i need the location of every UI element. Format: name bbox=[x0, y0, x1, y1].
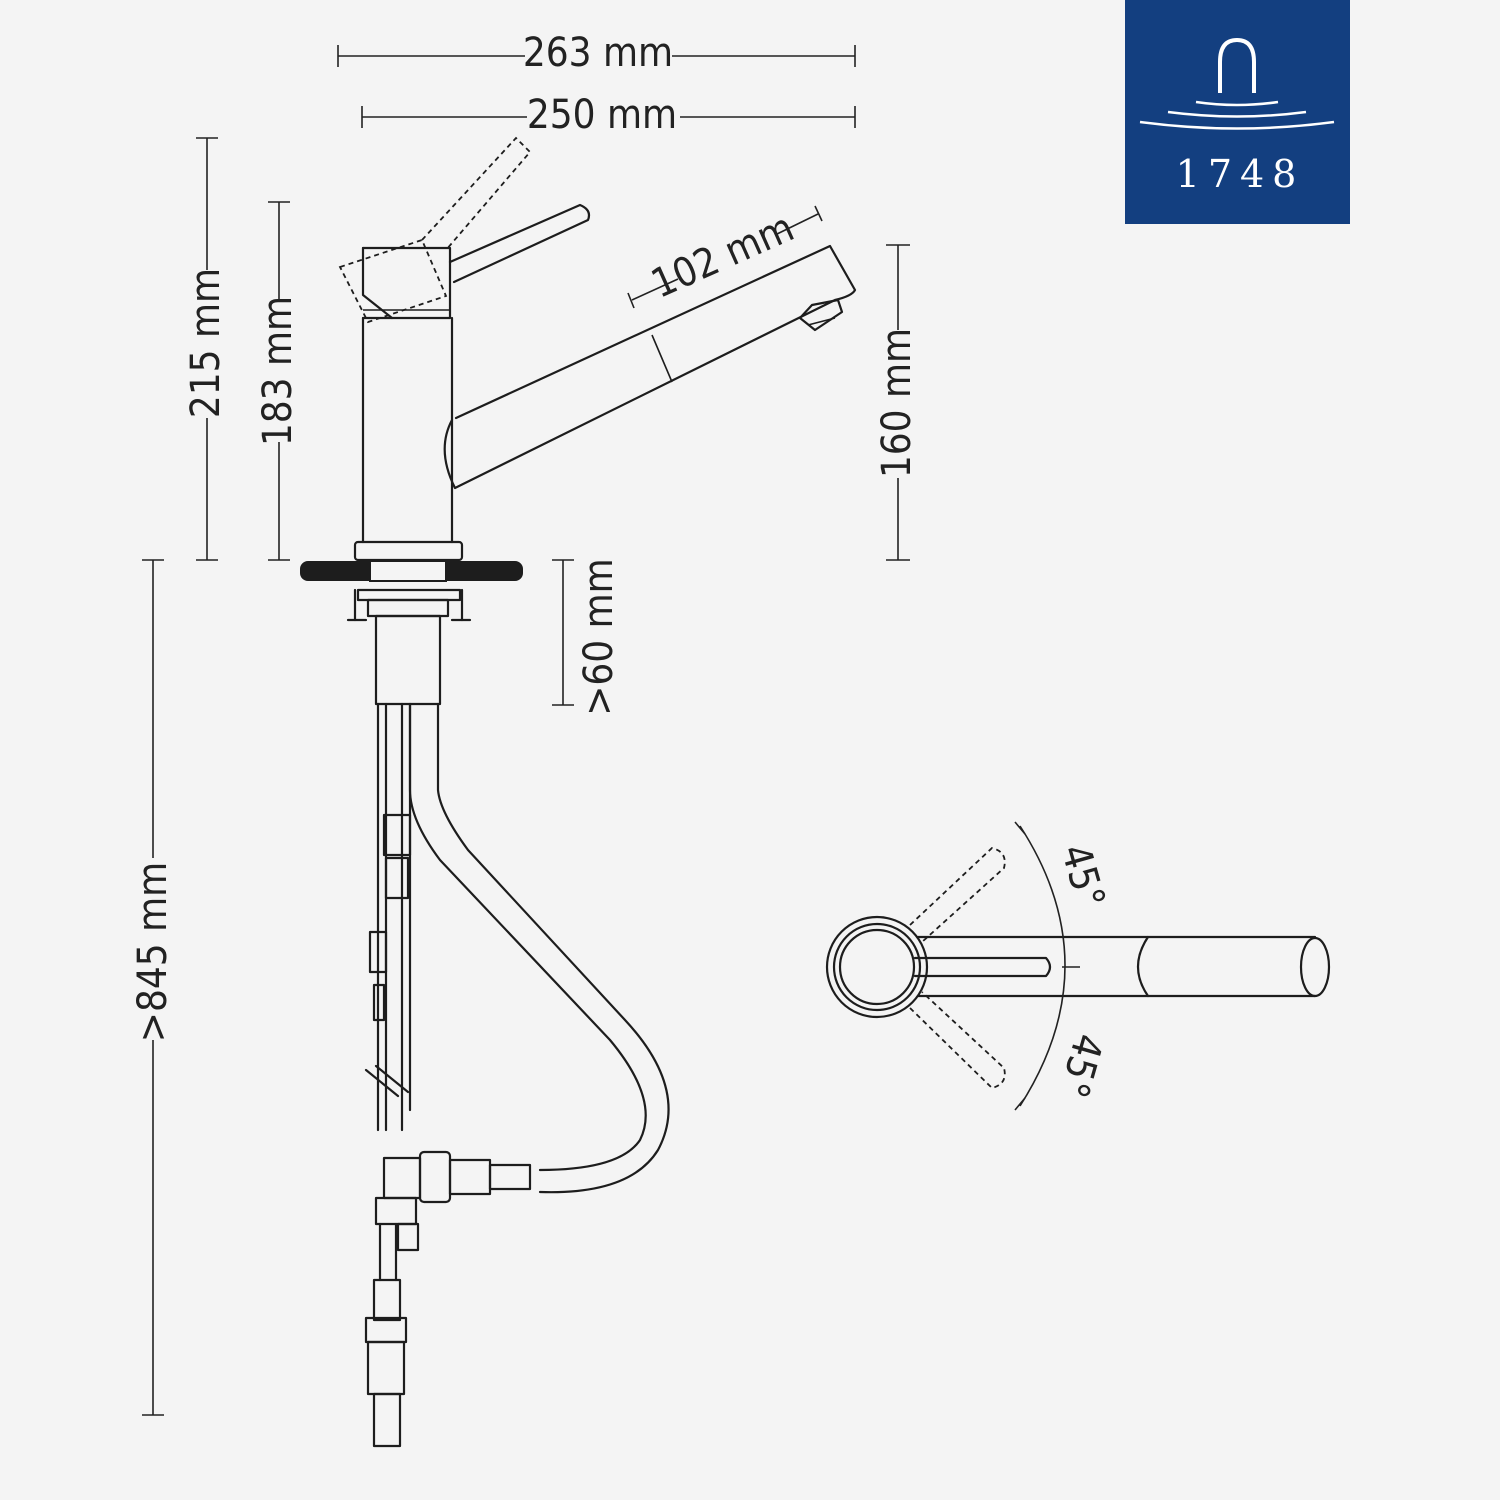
dimension-width-outer: 263 mm bbox=[337, 30, 856, 76]
brand-year: 1748 bbox=[1176, 152, 1305, 196]
dimension-spout-height: 160 mm bbox=[874, 244, 920, 561]
dimension-label-102: 102 mm bbox=[645, 205, 801, 308]
dimension-label-183: 183 mm bbox=[255, 296, 301, 446]
dimension-label-263: 263 mm bbox=[523, 30, 673, 76]
dimension-counter-thickness: >60 mm bbox=[552, 558, 622, 716]
dimension-height-total: 215 mm bbox=[183, 137, 229, 561]
dimension-pullout-length: 102 mm bbox=[627, 205, 823, 309]
dimension-label-160: 160 mm bbox=[874, 328, 920, 478]
dimension-hose-length: >845 mm bbox=[130, 559, 176, 1416]
brand-logo: 1748 bbox=[1125, 0, 1350, 224]
angle-label-down: 45° bbox=[1050, 1029, 1112, 1103]
dimension-label-215: 215 mm bbox=[183, 268, 229, 418]
faucet-top-view: 45° 45° bbox=[825, 821, 1331, 1111]
faucet-logo-icon bbox=[1218, 37, 1256, 93]
dimension-width-spout: 250 mm bbox=[361, 92, 856, 138]
dimension-label-250: 250 mm bbox=[527, 92, 677, 138]
angle-label-up: 45° bbox=[1052, 839, 1114, 913]
dimension-label-60: >60 mm bbox=[576, 558, 622, 715]
faucet-side-view bbox=[300, 136, 857, 1448]
dimension-label-845: >845 mm bbox=[130, 862, 176, 1042]
dimension-height-body: 183 mm bbox=[255, 201, 301, 561]
